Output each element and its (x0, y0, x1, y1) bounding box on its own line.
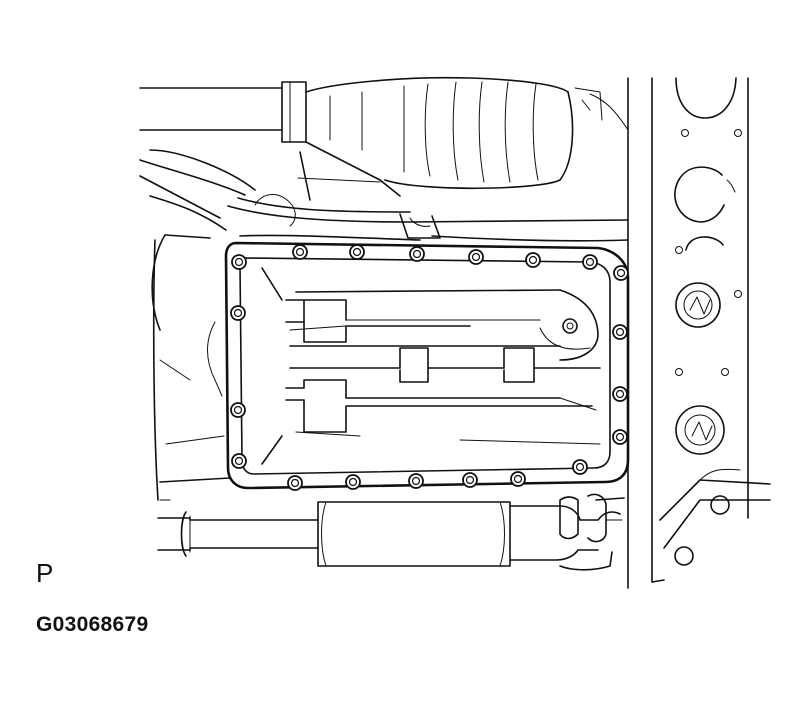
upper-muffler (139, 76, 629, 201)
bolt (510, 471, 526, 487)
bolt (230, 402, 246, 418)
bolt (612, 429, 628, 445)
figure-code: G03068679 (36, 613, 149, 636)
bolt (231, 453, 247, 469)
bolt (613, 265, 629, 281)
bolt (462, 472, 478, 488)
bolt (230, 305, 246, 321)
bolt (231, 254, 247, 270)
bolt (612, 386, 628, 402)
bolt (349, 244, 365, 260)
bolt (468, 249, 484, 265)
bolt (345, 474, 361, 490)
bolt (582, 254, 598, 270)
bolt (292, 244, 308, 260)
lower-pipe (157, 493, 625, 571)
left-body (139, 149, 629, 501)
bolt (525, 252, 541, 268)
oil-pan (224, 241, 630, 490)
transmission-case-right (627, 77, 771, 589)
oil-pan-bolts (230, 244, 629, 491)
bolt (408, 473, 424, 489)
bolt (572, 459, 588, 475)
bolt (287, 475, 303, 491)
view-label: P (36, 558, 54, 588)
bolt (409, 246, 425, 262)
bolt (612, 324, 628, 340)
